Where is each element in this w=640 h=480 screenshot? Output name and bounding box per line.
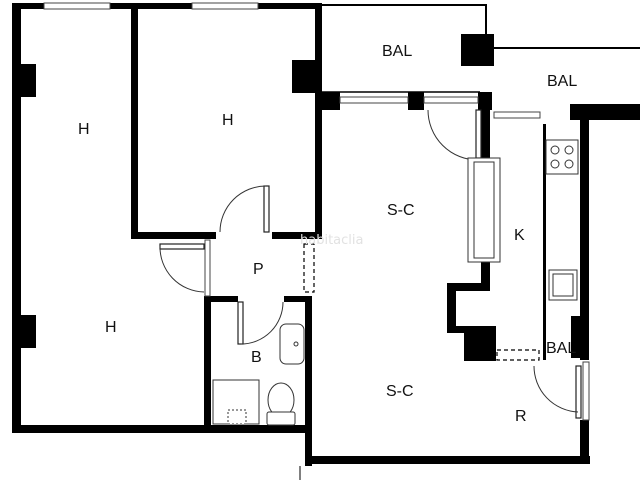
opening-kitchen-living — [496, 349, 540, 361]
room-label-bathroom: B — [251, 349, 262, 366]
wall-kitchen-step-bottom — [447, 326, 467, 333]
wall-bath-north-a — [204, 296, 238, 302]
opening-passage-living — [303, 243, 315, 293]
wall-bedroom-partition — [131, 3, 138, 239]
room-label-passage: P — [253, 261, 264, 278]
pillar-west-bottom — [12, 315, 36, 348]
wall-bath-north-b — [284, 296, 312, 302]
room-label-kitchen: K — [514, 227, 525, 244]
hob-burner-1 — [550, 145, 560, 155]
wall-kitchen-step-side — [447, 283, 456, 333]
pillar-kitchen-east — [571, 316, 589, 358]
kitchen-counter-edge — [543, 124, 546, 360]
fixtures — [212, 139, 579, 426]
room-label-living-2: S-C — [386, 383, 414, 400]
toilet-tank — [266, 411, 296, 426]
balcony-1-rail — [322, 4, 487, 34]
room-label-bedroom-1: H — [78, 121, 90, 138]
hob-burner-4 — [564, 159, 574, 169]
watermark: habitaclia — [300, 233, 363, 248]
pillar-living-nw — [318, 92, 340, 110]
sink-basin — [552, 273, 574, 297]
wall-west — [12, 3, 21, 433]
room-label-storage: R — [515, 408, 527, 425]
door-balcony[interactable] — [427, 109, 482, 161]
wall-storage-east — [580, 420, 589, 464]
opening-passage — [204, 239, 211, 297]
room-label-living-1: S-C — [387, 202, 415, 219]
doors — [159, 109, 582, 419]
hob-burner-3 — [550, 159, 560, 169]
walls — [12, 3, 640, 466]
wall-kitchen-step-top — [447, 283, 490, 291]
washbasin-drain — [293, 341, 299, 347]
wall-bath-west — [204, 296, 211, 433]
sideboard-inner — [473, 161, 495, 259]
wall-kitchen-north — [570, 104, 640, 120]
shower-drain — [227, 409, 247, 425]
wall-bedroom2-south-a — [131, 232, 216, 239]
wall-south-living — [305, 456, 590, 464]
pillar-balcony — [461, 34, 494, 66]
room-label-balcony-1: BAL — [382, 43, 412, 60]
room-label-bedroom-3: H — [105, 319, 117, 336]
window-bedroom1[interactable] — [43, 2, 111, 10]
wall-bath-east — [305, 296, 312, 466]
wall-bedroom2-east — [315, 3, 322, 239]
door-bedroom3[interactable] — [159, 243, 205, 293]
hob — [545, 139, 579, 175]
pillar-living-n — [408, 92, 424, 110]
window-living-a[interactable] — [339, 96, 409, 104]
window-kitchen[interactable] — [493, 111, 541, 119]
pillar-bedroom2 — [292, 60, 322, 93]
windows — [43, 2, 590, 421]
pillar-west-top — [12, 64, 36, 97]
wall-kitchen-east — [580, 110, 589, 360]
wall-north-bedrooms — [12, 3, 322, 9]
wall-bedroom2-south-b — [272, 232, 322, 239]
door-bathroom[interactable] — [237, 301, 284, 345]
wall-south-west — [12, 425, 312, 433]
room-label-bedroom-2: H — [222, 112, 234, 129]
door-bedroom2[interactable] — [219, 185, 270, 233]
door-storage[interactable] — [533, 365, 582, 419]
room-label-balcony-2: BAL — [547, 73, 577, 90]
pillar-kitchen — [464, 326, 496, 361]
openings — [303, 243, 540, 361]
room-label-balcony-3: BAL — [546, 340, 576, 357]
window-storage[interactable] — [582, 361, 590, 421]
washbasin — [279, 323, 305, 365]
window-bedroom2[interactable] — [191, 2, 259, 10]
window-living-b[interactable] — [423, 96, 479, 104]
hob-burner-2 — [564, 145, 574, 155]
balcony-outlines — [299, 4, 640, 480]
room-labels: H H H BAL BAL BAL S-C S-C K P B R — [78, 43, 577, 425]
